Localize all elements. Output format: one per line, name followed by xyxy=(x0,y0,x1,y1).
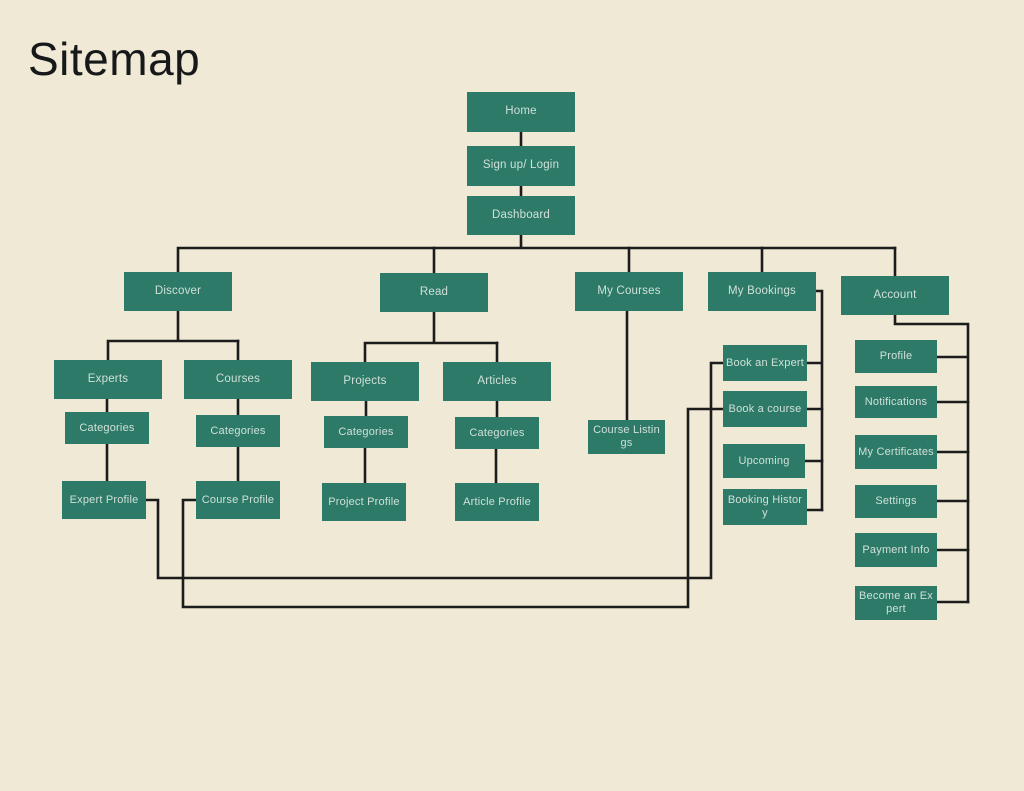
edge-read-to-projects xyxy=(363,310,499,364)
edge-my_bookings-to-book_expert xyxy=(805,289,824,512)
node-label: Home xyxy=(505,105,537,118)
node-project-profile[interactable]: Project Profile xyxy=(322,483,406,521)
node-label: Payment Info xyxy=(862,543,930,556)
node-courses[interactable]: Courses xyxy=(184,360,292,399)
node-label: Read xyxy=(419,285,449,298)
node-dashboard[interactable]: Dashboard xyxy=(467,196,575,235)
node-label: My Bookings xyxy=(727,284,797,297)
node-book-expert[interactable]: Book an Expert xyxy=(723,345,807,381)
node-articles-cat[interactable]: Categories xyxy=(455,417,539,449)
node-label: Sign up/ Login xyxy=(482,159,560,172)
node-label: Articles xyxy=(477,374,517,387)
node-discover[interactable]: Discover xyxy=(124,272,232,311)
node-label: Booking History xyxy=(727,494,803,519)
node-label: Expert Profile xyxy=(69,493,139,506)
node-payment-info[interactable]: Payment Info xyxy=(855,533,937,567)
node-home[interactable]: Home xyxy=(467,92,575,132)
node-label: My Courses xyxy=(597,284,661,297)
node-label: Course Profile xyxy=(201,493,275,506)
node-course-listings[interactable]: Course Listings xyxy=(588,420,665,454)
node-label: Courses xyxy=(215,372,261,385)
node-account[interactable]: Account xyxy=(841,276,949,315)
node-label: Notifications xyxy=(864,395,928,408)
node-label: Become an Expert xyxy=(859,590,933,615)
node-settings[interactable]: Settings xyxy=(855,485,937,518)
node-expert-profile[interactable]: Expert Profile xyxy=(62,481,146,519)
node-label: Course Listings xyxy=(593,424,660,449)
node-label: Upcoming xyxy=(738,454,790,467)
node-label: Book a course xyxy=(728,402,802,415)
node-profile[interactable]: Profile xyxy=(855,340,937,373)
page-title: Sitemap xyxy=(28,33,201,85)
edge-dashboard-to-discover xyxy=(176,233,897,274)
node-label: Categories xyxy=(210,424,266,437)
node-label: Projects xyxy=(343,374,387,387)
node-course-profile[interactable]: Course Profile xyxy=(196,481,280,519)
node-label: Categories xyxy=(338,425,394,438)
node-my-certificates[interactable]: My Certificates xyxy=(855,435,937,469)
node-label: Discover xyxy=(154,284,202,297)
node-label: Project Profile xyxy=(328,495,400,508)
node-label: Account xyxy=(873,288,917,301)
node-label: Categories xyxy=(79,421,135,434)
node-label: Categories xyxy=(469,426,525,439)
node-projects-cat[interactable]: Categories xyxy=(324,416,408,448)
node-booking-history[interactable]: Booking History xyxy=(723,489,807,525)
node-label: Settings xyxy=(875,495,917,508)
node-label: Profile xyxy=(879,350,913,363)
node-read[interactable]: Read xyxy=(380,273,488,312)
node-upcoming[interactable]: Upcoming xyxy=(723,444,805,478)
node-signup-login[interactable]: Sign up/ Login xyxy=(467,146,575,186)
node-notifications[interactable]: Notifications xyxy=(855,386,937,418)
node-my-bookings[interactable]: My Bookings xyxy=(708,272,816,311)
node-experts[interactable]: Experts xyxy=(54,360,162,399)
node-become-expert[interactable]: Become an Expert xyxy=(855,586,937,620)
node-label: Book an Expert xyxy=(726,356,805,369)
node-articles[interactable]: Articles xyxy=(443,362,551,401)
node-experts-cat[interactable]: Categories xyxy=(65,412,149,444)
node-my-courses[interactable]: My Courses xyxy=(575,272,683,311)
edge-discover-to-experts xyxy=(106,309,240,362)
node-label: Dashboard xyxy=(491,208,551,221)
node-label: Article Profile xyxy=(463,495,531,508)
node-label: My Certificates xyxy=(858,445,934,458)
node-article-profile[interactable]: Article Profile xyxy=(455,483,539,521)
node-label: Experts xyxy=(87,372,129,385)
node-book-course[interactable]: Book a course xyxy=(723,391,807,427)
node-courses-cat[interactable]: Categories xyxy=(196,415,280,447)
node-projects[interactable]: Projects xyxy=(311,362,419,401)
